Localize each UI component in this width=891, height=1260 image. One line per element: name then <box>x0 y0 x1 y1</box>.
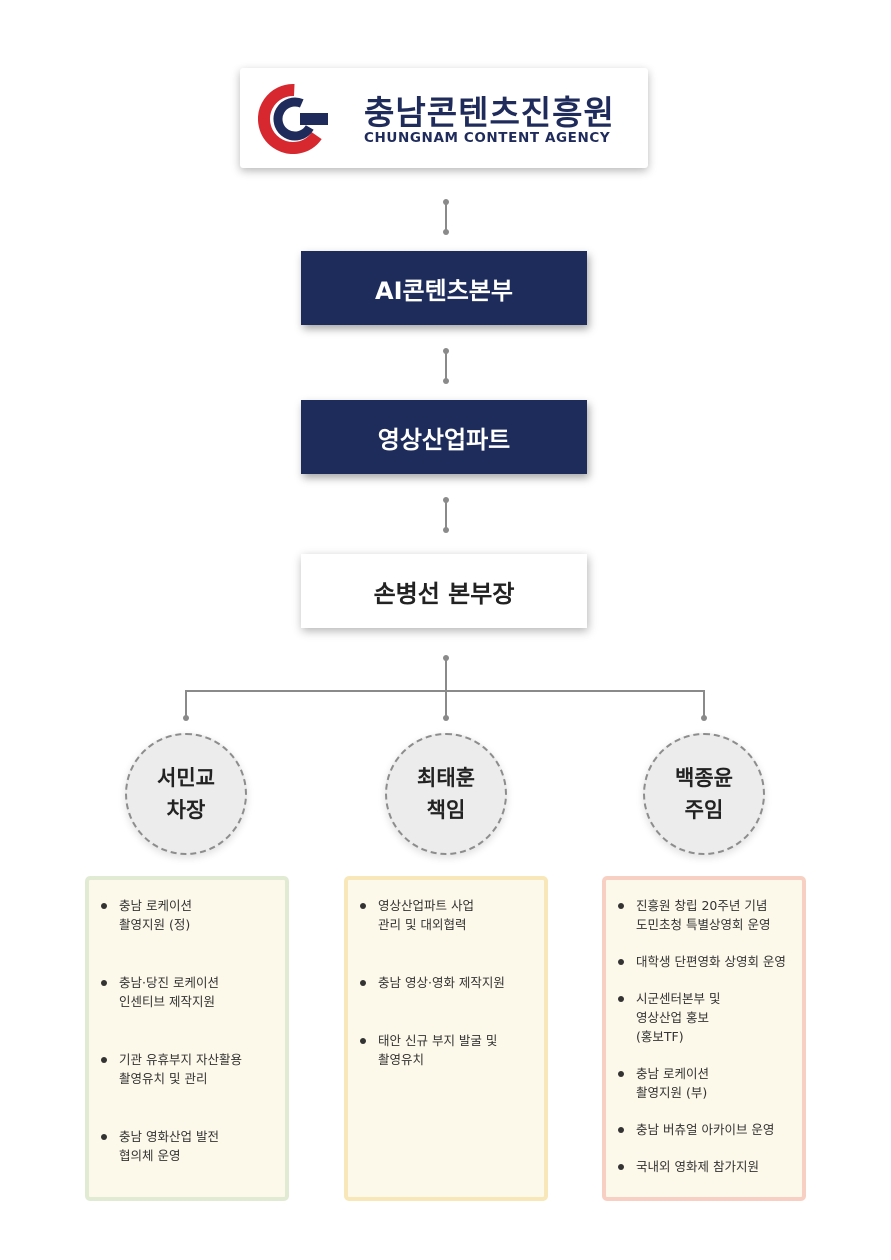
list-item: 영상산업파트 사업 관리 및 대외협력 <box>358 896 534 934</box>
list-item: 충남 로케이션 촬영지원 (부) <box>616 1064 792 1102</box>
connector-line <box>185 690 187 718</box>
agency-logo-icon <box>258 84 328 154</box>
connector-dot <box>183 715 189 721</box>
list-item: 국내외 영화제 참가지원 <box>616 1157 792 1176</box>
task-list: 충남 로케이션 촬영지원 (정) 충남·당진 로케이션 인센티브 제작지원 기관… <box>99 896 275 1165</box>
list-item: 기관 유휴부지 자산활용 촬영유치 및 관리 <box>99 1050 275 1088</box>
list-item: 대학생 단편영화 상영회 운영 <box>616 952 792 971</box>
division-box: AI콘텐츠본부 <box>301 251 587 325</box>
list-item: 진흥원 창립 20주년 기념 도민초청 특별상영회 운영 <box>616 896 792 934</box>
list-item: 충남 영상·영화 제작지원 <box>358 973 534 992</box>
connector-line <box>445 202 447 232</box>
branch-line <box>185 690 705 692</box>
task-list: 진흥원 창립 20주년 기념 도민초청 특별상영회 운영 대학생 단편영화 상영… <box>616 896 792 1176</box>
connector-dot <box>443 527 449 533</box>
member-title: 주임 <box>684 798 724 822</box>
member-title: 책임 <box>426 798 466 822</box>
head-box: 손병선 본부장 <box>301 554 587 628</box>
member-circle-3: 백종윤 주임 <box>643 733 765 855</box>
connector-dot <box>443 229 449 235</box>
member-title: 차장 <box>166 798 206 822</box>
connector-dot <box>701 715 707 721</box>
logo-korean-name: 충남콘텐츠진흥원 <box>364 93 615 132</box>
list-item: 충남·당진 로케이션 인센티브 제작지원 <box>99 973 275 1011</box>
logo-card: 충남콘텐츠진흥원 CHUNGNAM CONTENT AGENCY <box>240 68 648 168</box>
task-list: 영상산업파트 사업 관리 및 대외협력 충남 영상·영화 제작지원 태안 신규 … <box>358 896 534 1069</box>
connector-line <box>703 690 705 718</box>
connector-line <box>445 351 447 381</box>
member-circle-1: 서민교 차장 <box>125 733 247 855</box>
member-name: 서민교 <box>157 766 215 790</box>
part-box: 영상산업파트 <box>301 400 587 474</box>
member-name: 백종윤 <box>675 766 733 790</box>
member-name: 최태훈 <box>417 766 475 790</box>
list-item: 충남 로케이션 촬영지원 (정) <box>99 896 275 934</box>
task-box-3: 진흥원 창립 20주년 기념 도민초청 특별상영회 운영 대학생 단편영화 상영… <box>602 876 806 1201</box>
task-box-1: 충남 로케이션 촬영지원 (정) 충남·당진 로케이션 인센티브 제작지원 기관… <box>85 876 289 1201</box>
member-circle-2: 최태훈 책임 <box>385 733 507 855</box>
list-item: 충남 버츄얼 아카이브 운영 <box>616 1120 792 1139</box>
list-item: 시군센터본부 및 영상산업 홍보 (홍보TF) <box>616 989 792 1046</box>
connector-line <box>445 500 447 530</box>
list-item: 태안 신규 부지 발굴 및 촬영유치 <box>358 1031 534 1069</box>
task-box-2: 영상산업파트 사업 관리 및 대외협력 충남 영상·영화 제작지원 태안 신규 … <box>344 876 548 1201</box>
list-item: 충남 영화산업 발전 협의체 운영 <box>99 1127 275 1165</box>
logo-english-name: CHUNGNAM CONTENT AGENCY <box>364 130 611 146</box>
connector-line <box>445 658 447 718</box>
connector-dot <box>443 715 449 721</box>
connector-dot <box>443 378 449 384</box>
